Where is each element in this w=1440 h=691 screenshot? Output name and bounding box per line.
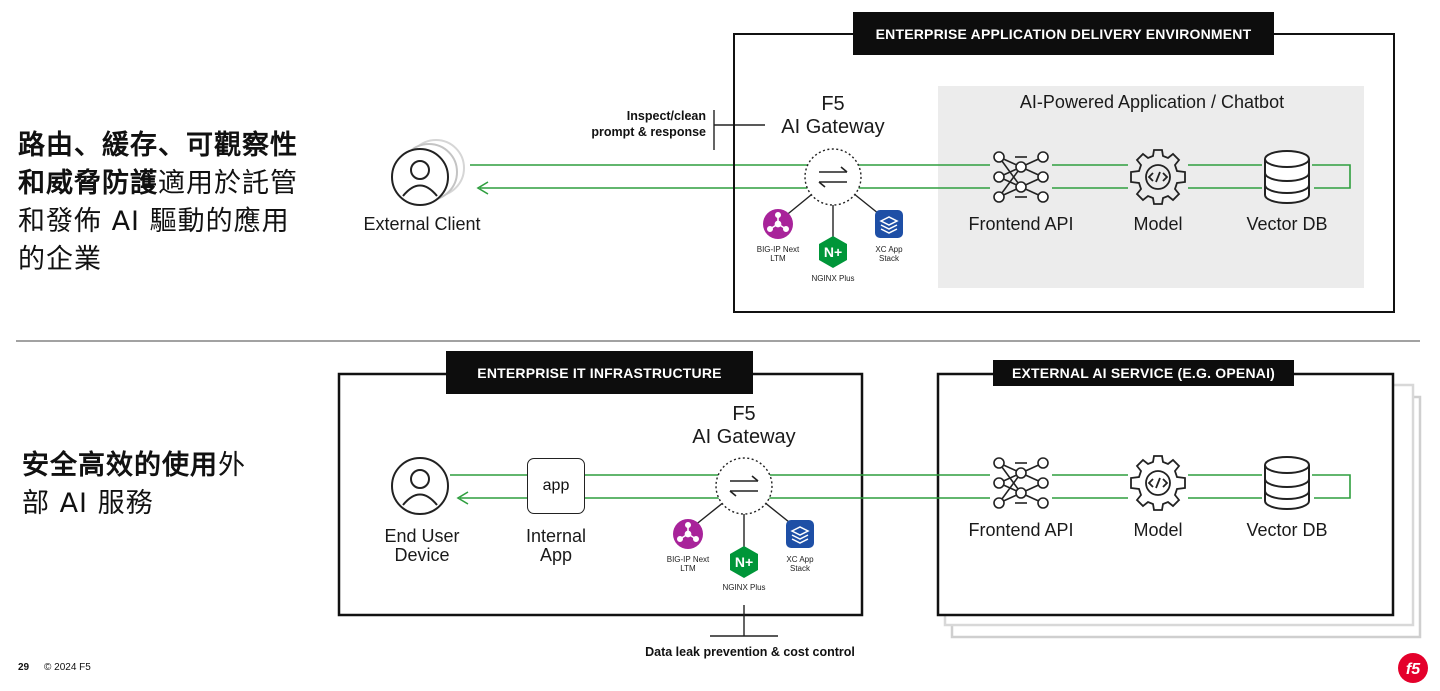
- end-user-device-label: End User Device: [384, 526, 460, 565]
- frontend-api-label: Frontend API: [968, 214, 1074, 234]
- enterprise-delivery-banner: ENTERPRISE APPLICATION DELIVERY ENVIRONM…: [853, 12, 1274, 55]
- nginx-label: NGINX Plus: [811, 274, 855, 283]
- gateway-icon: [715, 457, 773, 515]
- bigip-label: BIG-IP Next LTM: [756, 245, 800, 263]
- top-heading-bold: 路由、緩存、可觀察性 和威脅防護: [18, 130, 298, 199]
- copyright: © 2024 F5: [44, 662, 91, 673]
- bottom-heading-regular-1: 外: [218, 450, 246, 481]
- model-label: Model: [1133, 520, 1183, 540]
- bottom-heading: 安全高效的使用外 部 AI 服務: [22, 447, 246, 523]
- enterprise-it-banner: ENTERPRISE IT INFRASTRUCTURE: [446, 351, 753, 394]
- frontend-api-label: Frontend API: [968, 520, 1074, 540]
- vector-db-label: Vector DB: [1246, 520, 1328, 540]
- external-client-label: External Client: [363, 214, 481, 234]
- model-label: Model: [1133, 214, 1183, 234]
- vector-db-label: Vector DB: [1246, 214, 1328, 234]
- internal-app-box: app: [527, 458, 585, 514]
- inspect-annotation: Inspect/clean prompt & response: [591, 109, 706, 139]
- bigip-icon: [672, 518, 704, 550]
- gateway-title-line2: AI Gateway: [692, 426, 796, 448]
- panel-title: AI-Powered Application / Chatbot: [1019, 92, 1285, 112]
- external-ai-banner: EXTERNAL AI SERVICE (E.G. OPENAI): [993, 360, 1294, 386]
- data-leak-annotation: Data leak prevention & cost control: [645, 645, 855, 659]
- gateway-title-line1: F5: [732, 403, 756, 425]
- nginx-label: NGINX Plus: [722, 583, 766, 592]
- top-heading-regular: 適用於託管 和發佈 AI 驅動的應用 的企業: [18, 168, 298, 275]
- bottom-heading-regular-2: 部 AI 服務: [22, 488, 154, 519]
- gateway-title: F5 AI Gateway: [760, 93, 906, 139]
- gateway-title-line1: F5: [821, 93, 845, 115]
- svg-text:f5: f5: [1406, 661, 1421, 678]
- end-user-device-icon: [391, 457, 449, 515]
- vector-db-icon: [1264, 456, 1310, 510]
- gateway-title-line2: AI Gateway: [781, 116, 885, 138]
- enterprise-delivery-frame: [733, 33, 1395, 313]
- internal-app-label: Internal App: [525, 526, 587, 565]
- xc-label: XC App Stack: [875, 245, 903, 263]
- xc-app-stack-icon: [785, 519, 815, 549]
- top-heading: 路由、緩存、可觀察性 和威脅防護適用於託管 和發佈 AI 驅動的應用 的企業: [18, 127, 298, 279]
- page-number: 29: [18, 662, 30, 673]
- bigip-label: BIG-IP Next LTM: [666, 555, 710, 573]
- external-client-icon: [391, 148, 449, 206]
- gateway-title-bottom: F5 AI Gateway: [670, 403, 818, 449]
- xc-label: XC App Stack: [786, 555, 814, 573]
- bottom-heading-bold: 安全高效的使用: [22, 450, 218, 481]
- f5-logo: f5: [1398, 653, 1428, 683]
